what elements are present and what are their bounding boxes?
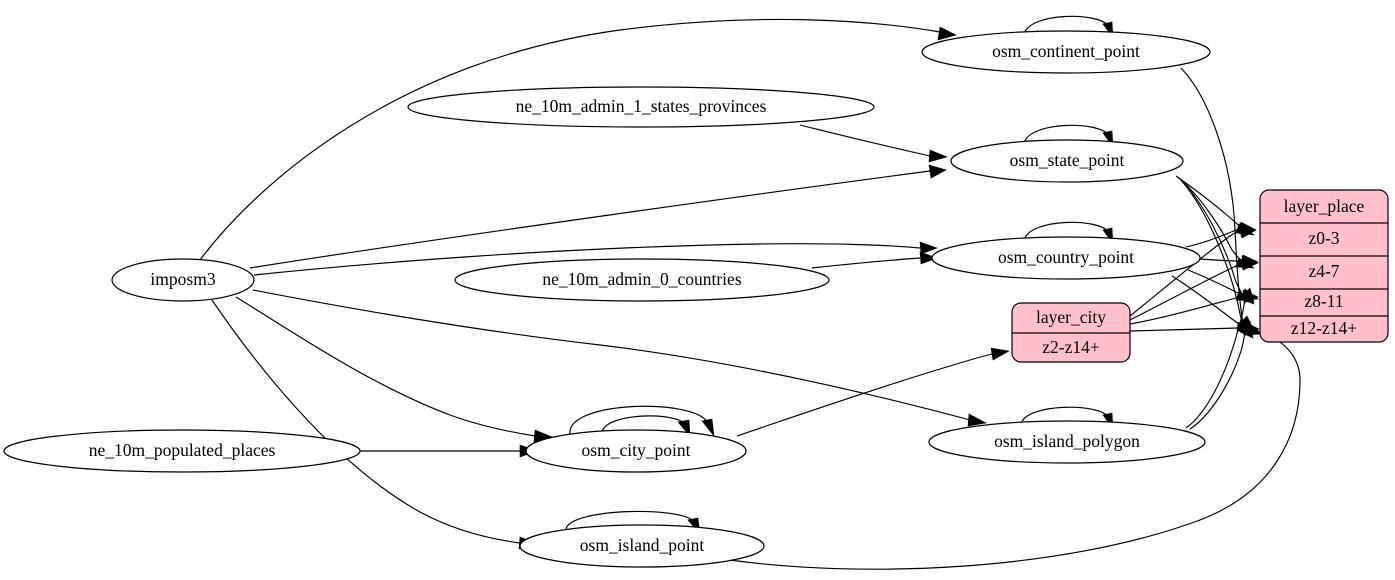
record-node-layer-city[interactable]: layer_city z2-z14+ <box>1011 302 1131 363</box>
node-imposm3[interactable]: imposm3 <box>111 258 255 302</box>
edge-imposm3-to-osm-state-point <box>249 164 947 269</box>
edge-ne-states-to-osm-state-point <box>799 124 948 163</box>
edge-imposm3-to-osm-island-polygon <box>252 289 987 427</box>
node-osm-island-point[interactable]: osm_island_point <box>519 524 765 568</box>
node-osm-city-point[interactable]: osm_city_point <box>525 429 747 473</box>
node-ne-10m-admin-1-states-provinces[interactable]: ne_10m_admin_1_states_provinces <box>407 86 875 128</box>
record-node-layer-place[interactable]: layer_place z0-3 z4-7 z8-11 z12-z14+ <box>1259 189 1389 343</box>
edge-osm-island-polygon-to-layer-place-z8-11 <box>1185 287 1255 429</box>
edge-ne-countries-to-osm-country-point <box>811 251 938 269</box>
node-osm-country-point[interactable]: osm_country_point <box>931 236 1201 280</box>
edge-imposm3-to-osm-island-point <box>211 299 538 550</box>
node-layer: imposm3 ne_10m_admin_1_states_provinces … <box>3 30 1389 568</box>
node-osm-state-point[interactable]: osm_state_point <box>950 139 1184 183</box>
edge-ne-populated-to-osm-city-point <box>360 444 538 458</box>
edge-imposm3-to-osm-country-point <box>253 241 938 276</box>
edge-layer <box>199 15 1301 570</box>
edge-osm-island-polygon-to-layer-place-z12 <box>1189 320 1254 430</box>
edge-layer-city-to-layer-place-z4-7 <box>1129 255 1259 321</box>
node-ne-10m-admin-0-countries[interactable]: ne_10m_admin_0_countries <box>454 258 830 302</box>
edge-imposm3-to-osm-city-point <box>235 296 553 443</box>
self-loop-osm-city-point-outer <box>569 405 715 438</box>
edge-imposm3-to-osm-continent-point <box>199 18 957 261</box>
node-osm-island-polygon[interactable]: osm_island_polygon <box>928 420 1206 464</box>
edge-layer-city-to-layer-place-z0-3 <box>1129 222 1257 317</box>
node-ne-10m-populated-places[interactable]: ne_10m_populated_places <box>3 429 361 473</box>
edge-osm-city-point-to-layer-city <box>736 347 1010 437</box>
node-osm-continent-point[interactable]: osm_continent_point <box>921 30 1211 74</box>
